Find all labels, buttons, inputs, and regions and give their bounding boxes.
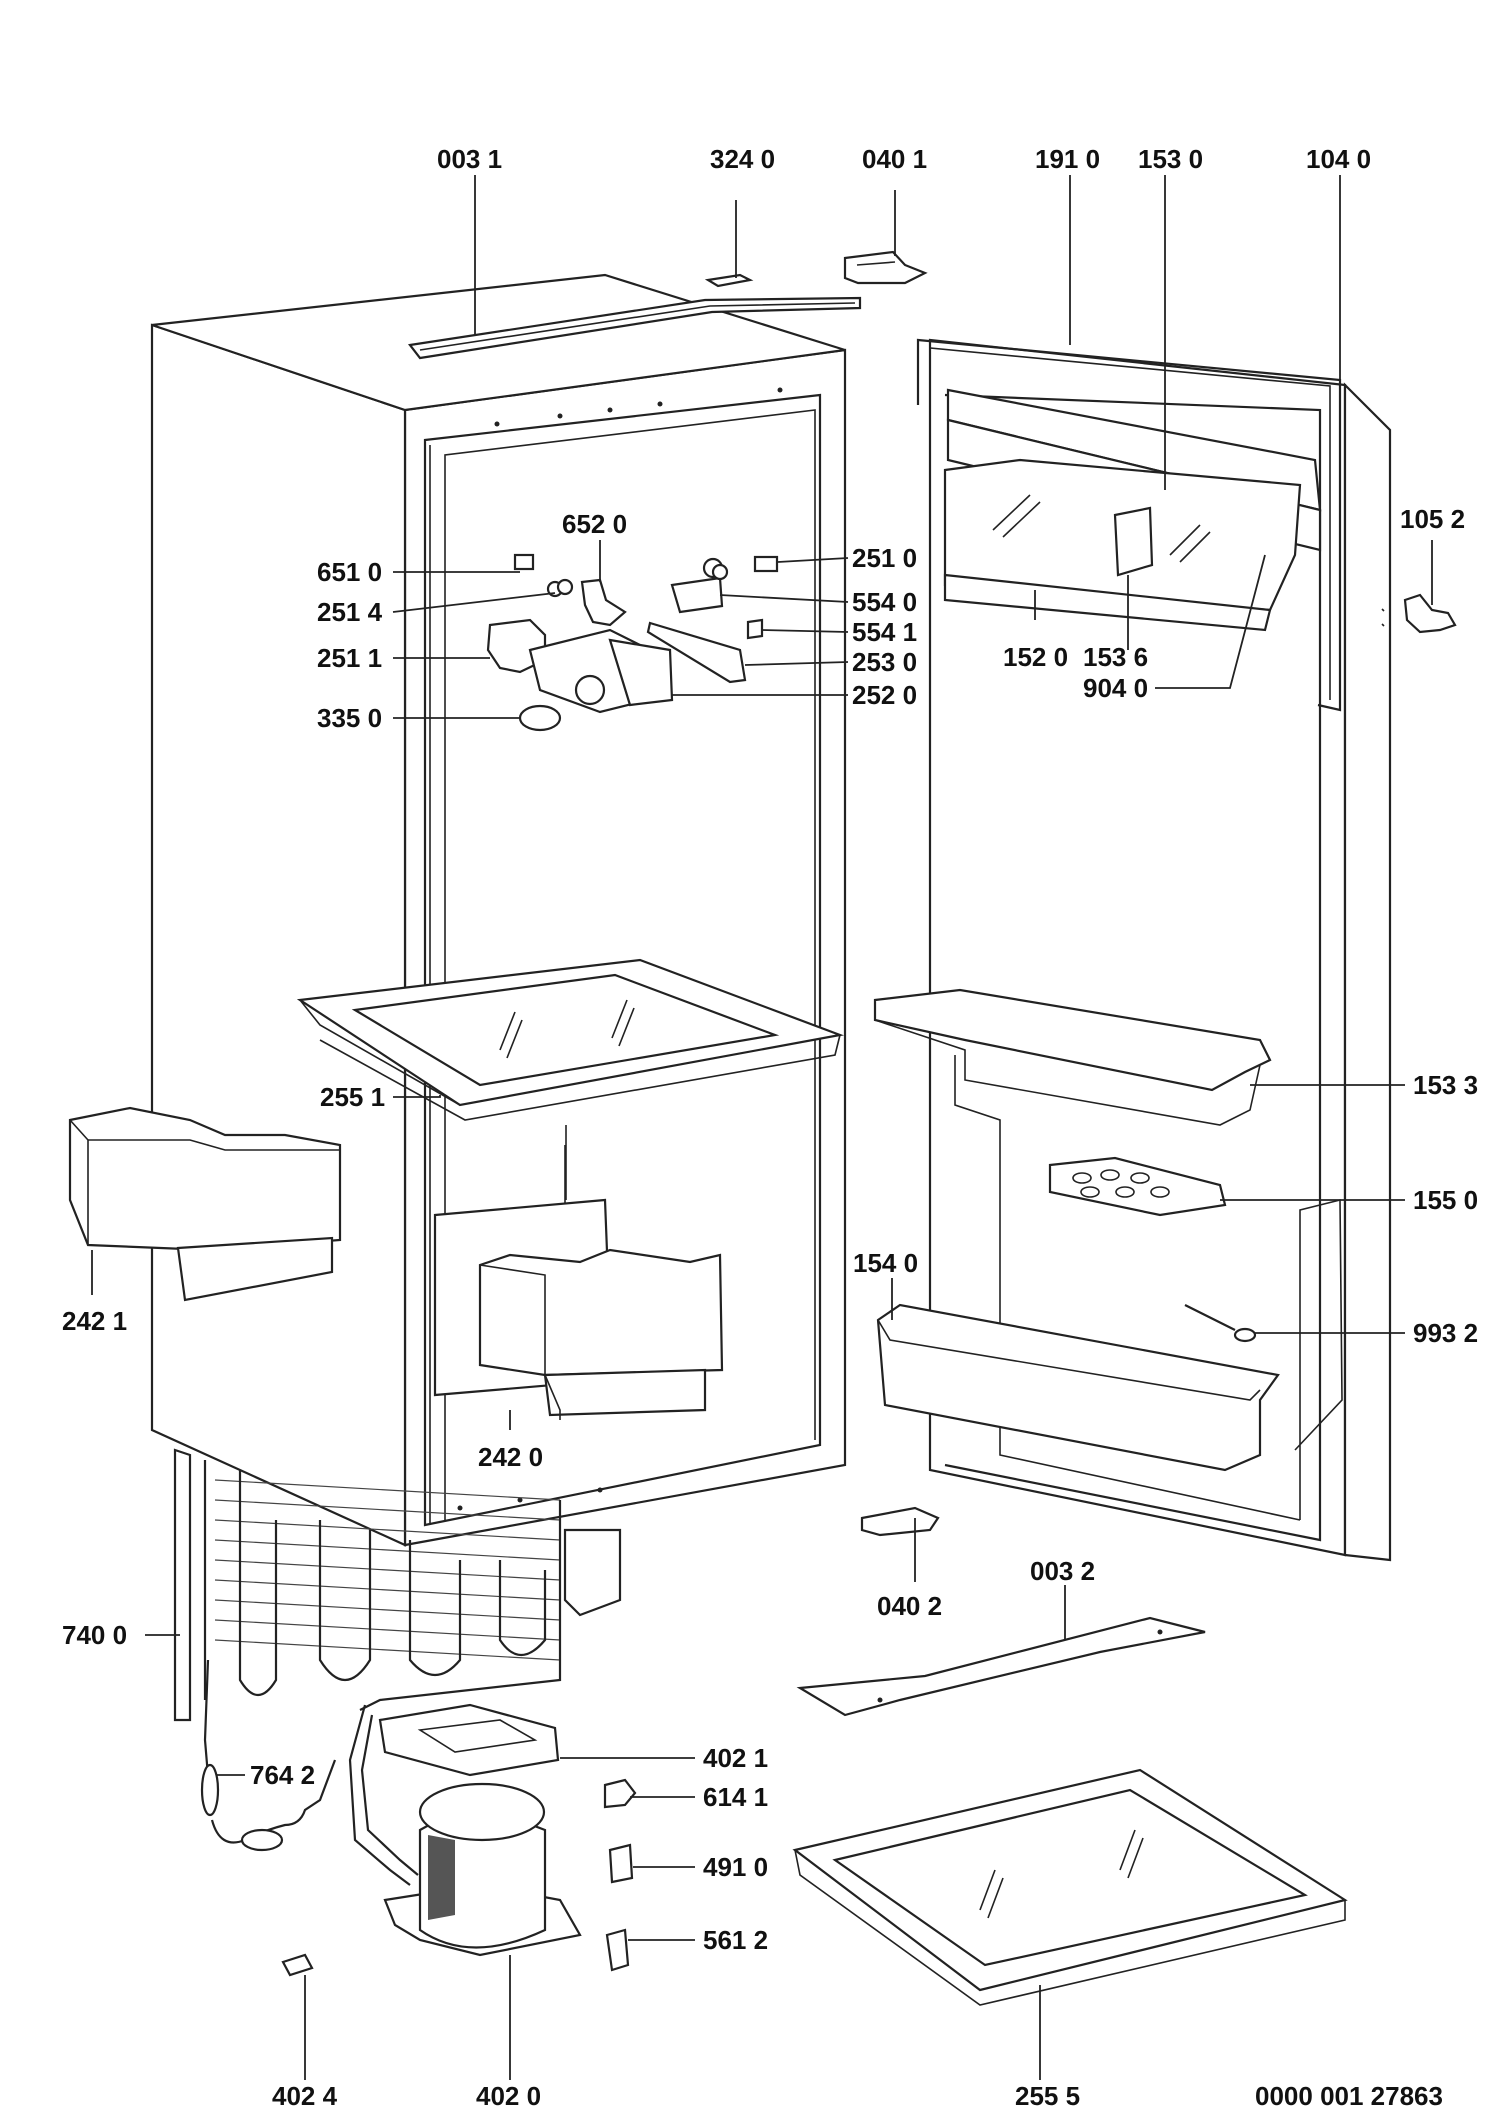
label-105-2: 105 2 [1400, 504, 1465, 534]
label-740-0: 740 0 [62, 1620, 127, 1650]
compressor [348, 1704, 582, 1957]
thermostat-assembly [486, 553, 779, 732]
upper-hinge-part [843, 190, 928, 285]
label-904-0: 904 0 [1083, 673, 1148, 703]
door-hinge-part [1381, 593, 1457, 634]
label-251-1: 251 1 [317, 643, 382, 673]
label-251-0: 251 0 [852, 543, 917, 573]
label-402-1: 402 1 [703, 1743, 768, 1773]
label-242-1: 242 1 [62, 1306, 127, 1336]
label-252-0: 252 0 [852, 680, 917, 710]
label-335-0: 335 0 [317, 703, 382, 733]
label-491-0: 491 0 [703, 1852, 768, 1882]
condenser-coil [173, 1448, 622, 1722]
lower-hinge-part [860, 1506, 940, 1537]
compressor-bracket [378, 1703, 560, 1777]
plinth-strip [796, 1616, 1206, 1717]
top-trim-strip [407, 296, 862, 360]
label-003-1: 003 1 [437, 144, 502, 174]
label-651-0: 651 0 [317, 557, 382, 587]
label-764-2: 764 2 [250, 1760, 315, 1790]
label-154-0: 154 0 [853, 1248, 918, 1278]
top-clip-part [704, 200, 754, 288]
label-993-2: 993 2 [1413, 1318, 1478, 1348]
lower-glass-shelf [792, 1768, 1348, 2006]
label-614-1: 614 1 [703, 1782, 768, 1812]
label-652-0: 652 0 [562, 509, 627, 539]
label-155-0: 155 0 [1413, 1185, 1478, 1215]
label-003-2: 003 2 [1030, 1556, 1095, 1586]
label-040-2: 040 2 [877, 1591, 942, 1621]
label-402-0: 402 0 [476, 2081, 541, 2107]
crisper-bins [68, 1106, 724, 1420]
label-253-0: 253 0 [852, 647, 917, 677]
label-153-6: 153 6 [1083, 642, 1148, 672]
reference-number: 0000 001 27863 [1255, 2081, 1443, 2107]
label-153-3: 153 3 [1413, 1070, 1478, 1100]
label-251-4: 251 4 [317, 597, 383, 627]
leader-lines [91, 175, 1433, 2080]
label-255-5: 255 5 [1015, 2081, 1080, 2107]
label-255-1: 255 1 [320, 1082, 385, 1112]
label-242-0: 242 0 [478, 1442, 543, 1472]
upper-glass-shelf [296, 958, 845, 1200]
capillary-tube [200, 1659, 337, 1852]
label-104-0: 104 0 [1306, 144, 1371, 174]
small-electrical-parts [281, 1778, 637, 1977]
part-labels: 003 1 324 0 040 1 191 0 153 0 104 0 652 … [62, 144, 1478, 2107]
label-324-0: 324 0 [710, 144, 775, 174]
label-561-2: 561 2 [703, 1925, 768, 1955]
label-554-1: 554 1 [852, 617, 917, 647]
label-153-0: 153 0 [1138, 144, 1203, 174]
door [873, 338, 1392, 1562]
label-152-0: 152 0 [1003, 642, 1068, 672]
label-040-1: 040 1 [862, 144, 927, 174]
label-554-0: 554 0 [852, 587, 917, 617]
label-191-0: 191 0 [1035, 144, 1100, 174]
label-402-4: 402 4 [272, 2081, 338, 2107]
